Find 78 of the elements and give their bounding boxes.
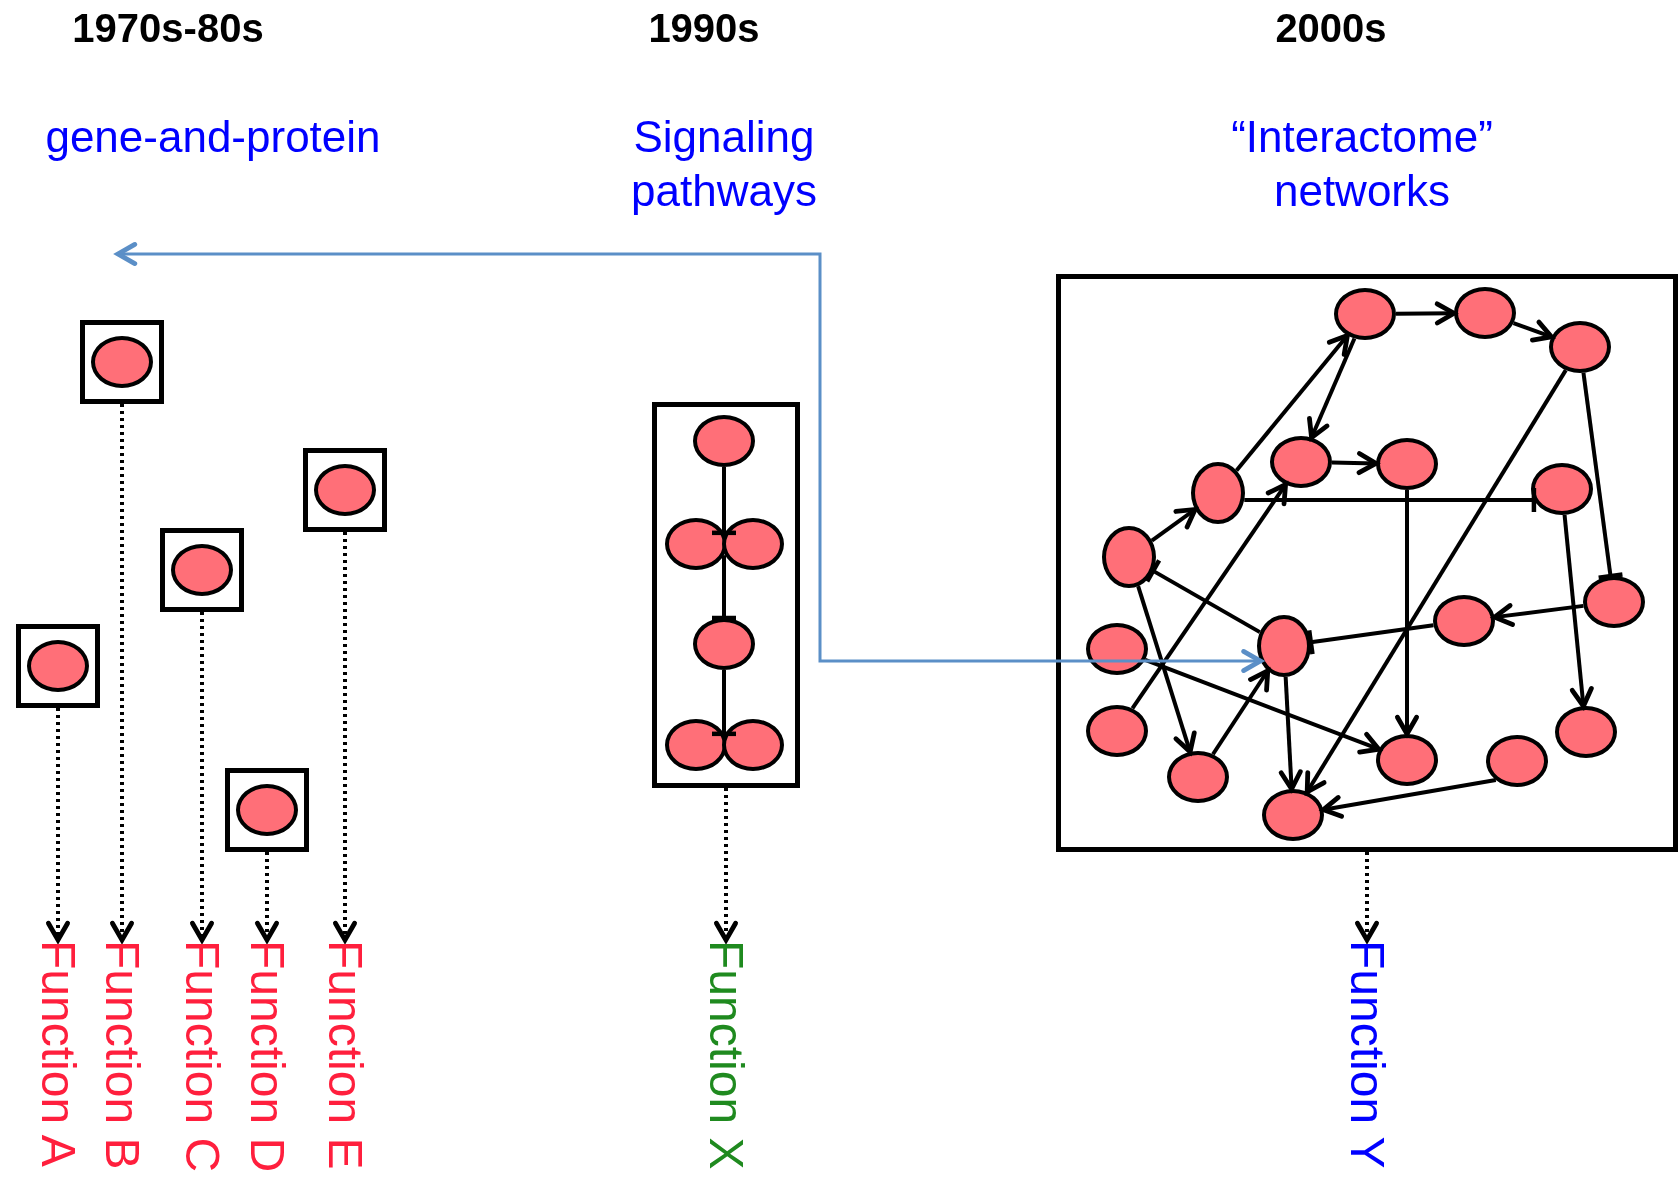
function-label: Function Y: [1341, 940, 1394, 1169]
dotted-arrow: [110, 404, 134, 943]
node-ellipse: [1167, 751, 1229, 803]
arrow: [1304, 369, 1568, 795]
dotted-arrow: [190, 612, 214, 943]
node-ellipse: [1454, 287, 1516, 339]
era-heading: 1990s: [647, 5, 761, 52]
node-ellipse: [314, 464, 376, 516]
arrow: [1512, 319, 1554, 343]
arrow: [1211, 668, 1271, 756]
arrow: [115, 242, 1263, 673]
arrow: [1130, 482, 1288, 710]
gene-frame: [16, 624, 100, 708]
pathway-frame: [652, 402, 800, 788]
era-subtitle: Signaling pathways: [630, 111, 818, 217]
gene-frame: [303, 448, 387, 532]
dotted-arrow: [333, 532, 357, 943]
node-ellipse: [171, 544, 233, 596]
node-ellipse: [1376, 438, 1438, 490]
function-label: Function C: [176, 940, 229, 1173]
inhibition-line: [1306, 623, 1434, 657]
node-ellipse: [1262, 789, 1324, 841]
function-label: Function E: [319, 940, 372, 1170]
function-label: Function B: [96, 940, 149, 1170]
arrow: [1234, 333, 1350, 472]
inhibition-line: [709, 467, 739, 536]
inhibition-line: [1581, 372, 1625, 580]
dotted-arrow: [255, 852, 279, 943]
dotted-arrow: [714, 788, 738, 943]
arrow: [1492, 603, 1584, 627]
node-ellipse: [665, 719, 727, 771]
node-ellipse: [1555, 706, 1617, 758]
node-ellipse: [1486, 735, 1548, 787]
arrow: [1144, 657, 1382, 755]
node-ellipse: [1433, 595, 1495, 647]
function-label: Function A: [32, 940, 85, 1167]
node-ellipse: [91, 336, 153, 388]
node-ellipse: [665, 518, 727, 570]
node-ellipse: [1583, 576, 1645, 628]
node-ellipse: [693, 618, 755, 670]
arrow: [1136, 585, 1197, 755]
node-ellipse: [1549, 321, 1611, 373]
node-ellipse: [236, 784, 298, 836]
era-subtitle: gene-and-protein: [44, 111, 382, 163]
arrow: [1396, 301, 1457, 326]
inhibition-line: [1244, 485, 1537, 515]
gene-frame: [80, 320, 164, 404]
node-ellipse: [1270, 436, 1332, 488]
node-ellipse: [1191, 462, 1245, 524]
dotted-arrow: [1355, 852, 1379, 943]
arrow: [1278, 676, 1303, 792]
node-ellipse: [1086, 623, 1148, 675]
era-heading: 1970s-80s: [71, 5, 265, 52]
gene-frame: [225, 768, 309, 852]
era-heading: 2000s: [1274, 5, 1388, 52]
node-ellipse: [722, 518, 784, 570]
node-ellipse: [1531, 463, 1593, 515]
arrow: [1331, 451, 1379, 476]
network-frame: [1056, 274, 1678, 852]
node-ellipse: [1334, 288, 1396, 340]
inhibition-line: [1144, 558, 1261, 634]
node-ellipse: [1376, 734, 1438, 786]
node-ellipse: [1086, 705, 1148, 757]
arrow: [1320, 778, 1497, 819]
arrow: [1562, 514, 1594, 709]
inhibition-line: [709, 555, 739, 621]
arrow: [1307, 337, 1357, 440]
function-label: Function X: [700, 940, 753, 1170]
arrow: [1150, 507, 1198, 543]
function-label: Function D: [241, 940, 294, 1173]
node-ellipse: [27, 640, 89, 692]
era-subtitle: “Interactome” networks: [1230, 111, 1494, 217]
inhibition-line: [709, 670, 739, 737]
arrow: [1395, 490, 1419, 737]
gene-frame: [160, 528, 244, 612]
dotted-arrow: [46, 708, 70, 943]
node-ellipse: [693, 415, 755, 467]
node-ellipse: [722, 719, 784, 771]
